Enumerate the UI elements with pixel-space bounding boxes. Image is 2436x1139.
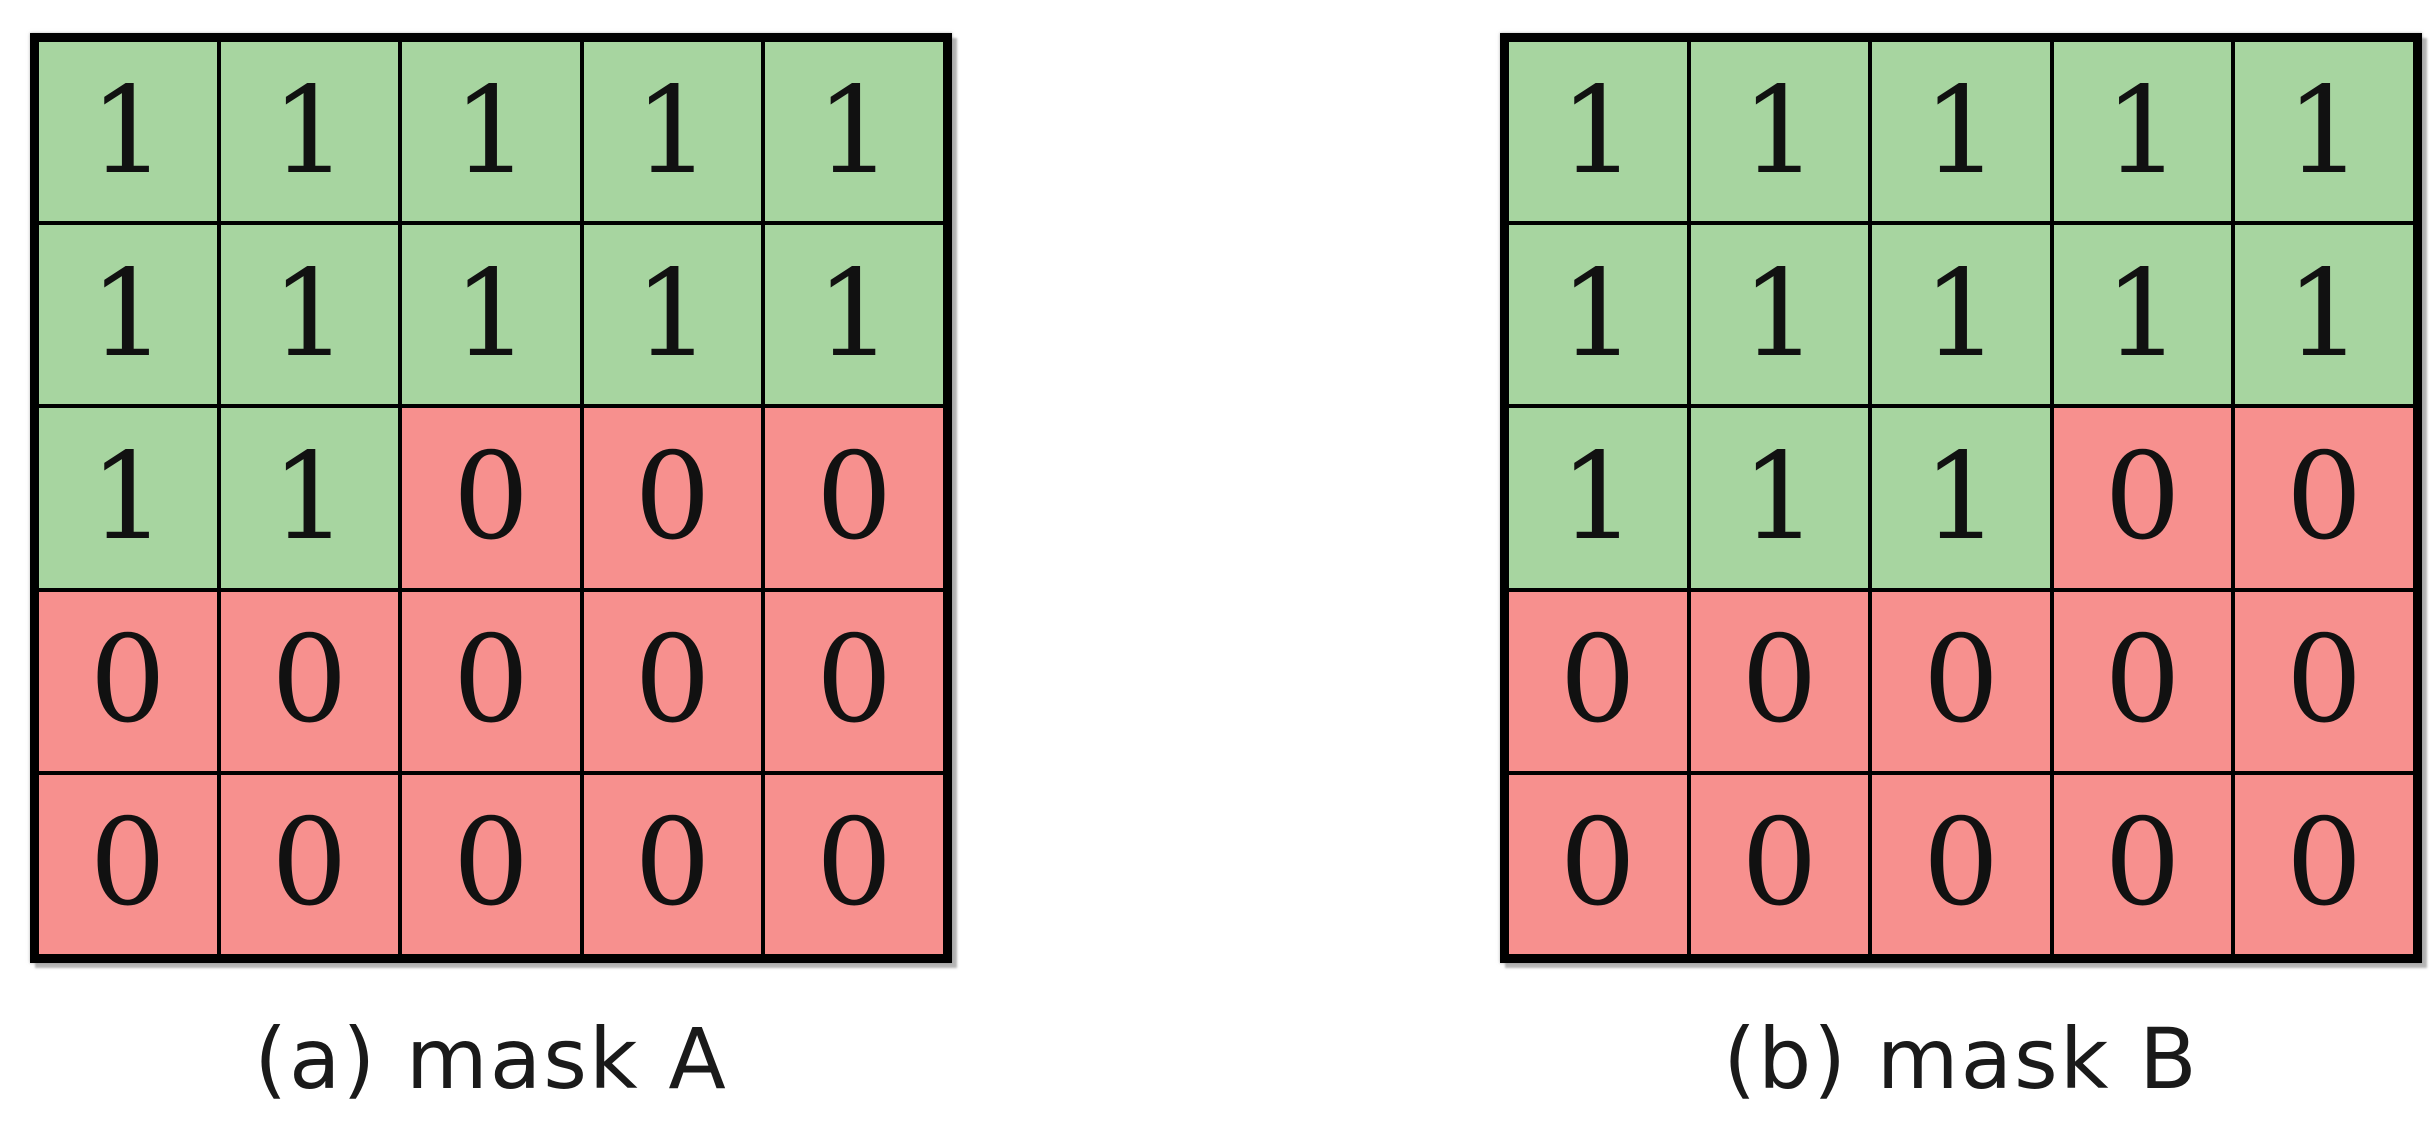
mask-a-cell-r5c3: 0 [402, 774, 580, 954]
mask-a-cell-r3c1: 1 [39, 408, 217, 588]
mask-a-cell-r5c5: 0 [765, 774, 943, 954]
mask-b-cell-r3c4: 0 [2053, 408, 2232, 588]
mask-a-cell-r1c3: 1 [402, 42, 580, 222]
mask-a-cell-r4c2: 0 [220, 591, 399, 771]
mask-a-cell-r5c2: 0 [220, 774, 399, 954]
mask-b-cell-r5c1: 0 [1509, 774, 1687, 954]
mask-a-cell-r2c3: 1 [402, 225, 580, 405]
mask-a-cell-r2c5: 1 [765, 225, 943, 405]
mask-b-cell-r5c4: 0 [2053, 774, 2232, 954]
mask-a-cell-r2c2: 1 [220, 225, 399, 405]
mask-b-cell-r1c5: 1 [2235, 42, 2413, 222]
mask-b-cell-r4c2: 0 [1690, 591, 1869, 771]
mask-a-cell-r3c2: 1 [220, 408, 399, 588]
mask-b-cell-r4c1: 0 [1509, 591, 1687, 771]
mask-b-cell-r2c4: 1 [2053, 225, 2232, 405]
mask-a-cell-r2c4: 1 [583, 225, 762, 405]
mask-a-cell-r5c4: 0 [583, 774, 762, 954]
mask-a-cell-r4c4: 0 [583, 591, 762, 771]
mask-b-cell-r5c3: 0 [1872, 774, 2050, 954]
mask-b-cell-r3c5: 0 [2235, 408, 2413, 588]
mask-b-cell-r1c1: 1 [1509, 42, 1687, 222]
mask-b-cell-r4c3: 0 [1872, 591, 2050, 771]
mask-b-cell-r1c2: 1 [1690, 42, 1869, 222]
mask-a-cell-r1c5: 1 [765, 42, 943, 222]
mask-a-cell-r4c5: 0 [765, 591, 943, 771]
mask-a-cell-r3c3: 0 [402, 408, 580, 588]
mask-a-cell-r4c3: 0 [402, 591, 580, 771]
mask-b-cell-r2c2: 1 [1690, 225, 1869, 405]
mask-a-caption: (a) mask A [254, 1010, 728, 1108]
mask-b-cell-r5c2: 0 [1690, 774, 1869, 954]
mask-a-cell-r3c4: 0 [583, 408, 762, 588]
mask-b-cell-r4c5: 0 [2235, 591, 2413, 771]
mask-a-cell-r1c4: 1 [583, 42, 762, 222]
mask-b-cell-r3c2: 1 [1690, 408, 1869, 588]
mask-b-cell-r5c5: 0 [2235, 774, 2413, 954]
mask-b-caption: (b) mask B [1723, 1010, 2199, 1108]
mask-a-cell-r2c1: 1 [39, 225, 217, 405]
mask-b-cell-r2c1: 1 [1509, 225, 1687, 405]
mask-b-cell-r2c5: 1 [2235, 225, 2413, 405]
mask-a-cell-r1c1: 1 [39, 42, 217, 222]
mask-a-cell-r3c5: 0 [765, 408, 943, 588]
mask-b-cell-r2c3: 1 [1872, 225, 2050, 405]
mask-a-cell-r4c1: 0 [39, 591, 217, 771]
mask-a-cell-r5c1: 0 [39, 774, 217, 954]
mask-b-cell-r1c4: 1 [2053, 42, 2232, 222]
mask-b-cell-r3c1: 1 [1509, 408, 1687, 588]
mask-b-cell-r4c4: 0 [2053, 591, 2232, 771]
mask-b-cell-r1c3: 1 [1872, 42, 2050, 222]
mask-b-cell-r3c3: 1 [1872, 408, 2050, 588]
mask-a-cell-r1c2: 1 [220, 42, 399, 222]
